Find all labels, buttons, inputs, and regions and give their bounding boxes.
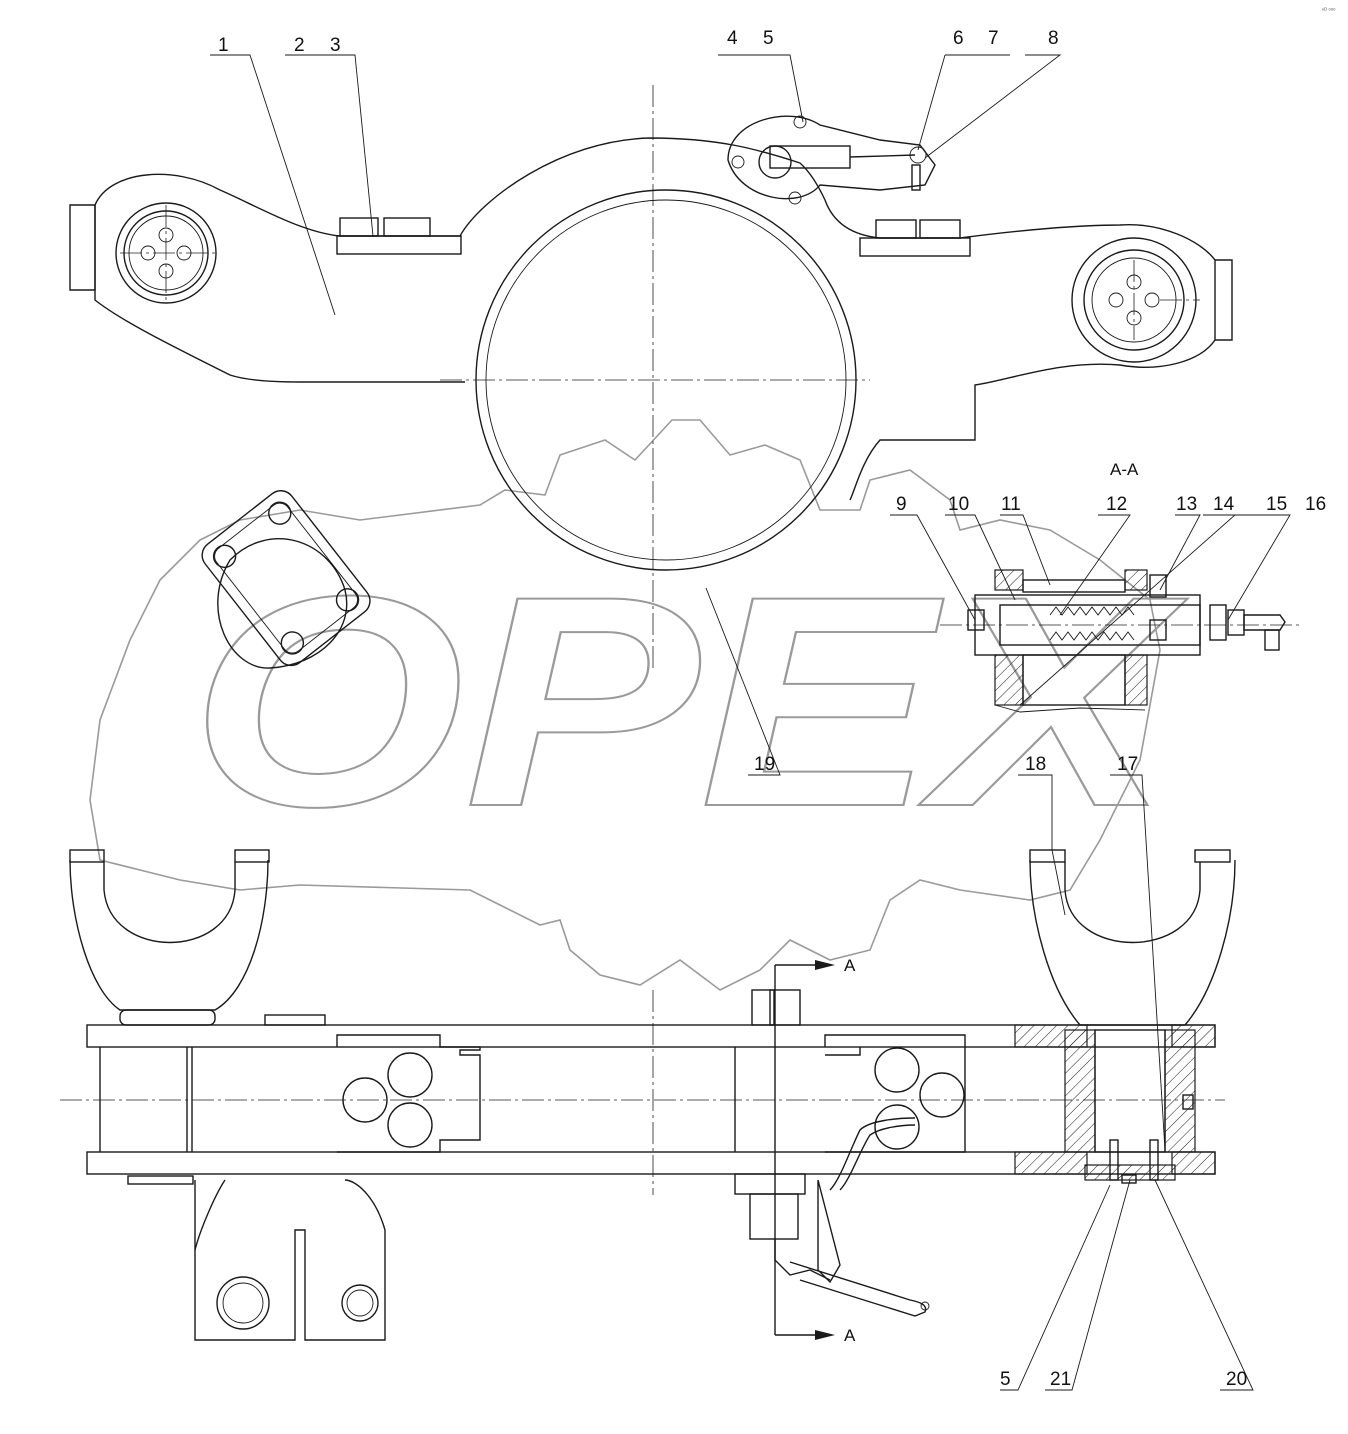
callout-4: 4 <box>727 28 738 49</box>
callout-14: 14 <box>1213 494 1235 515</box>
callout-16: 16 <box>1305 494 1326 515</box>
callout-8: 8 <box>1048 28 1059 49</box>
callout-11: 11 <box>1001 494 1021 515</box>
section-cut-top <box>774 964 815 1336</box>
callout-1: 1 <box>218 35 229 56</box>
callout-10: 10 <box>948 494 969 515</box>
callout-20: 20 <box>1226 1369 1247 1390</box>
watermark-gear <box>89 419 1161 991</box>
corner-mark: ⁿᴰ ᵒᵒᵒ <box>1322 7 1336 14</box>
callout-19: 19 <box>754 754 775 775</box>
callout-6: 6 <box>953 28 964 49</box>
callout-13: 13 <box>1176 494 1197 515</box>
equalizer-beam <box>69 115 1233 669</box>
callout-21: 21 <box>1050 1369 1071 1390</box>
lower-beam: A A <box>69 849 1236 1345</box>
callout-15: 15 <box>1266 494 1287 515</box>
section-mark-bottom: A <box>844 1326 856 1345</box>
callout-5: 5 <box>763 28 774 49</box>
leader-lines <box>210 54 1291 1391</box>
callouts: 1 2 3 4 5 6 7 8 9 10 11 12 13 14 15 16 1… <box>218 28 1326 1390</box>
section-title: A-A <box>1110 460 1139 479</box>
callout-7: 7 <box>988 28 999 49</box>
center-lines <box>60 85 1300 1195</box>
section-mark-top: A <box>844 956 856 975</box>
callout-17: 17 <box>1117 754 1138 775</box>
callout-9: 9 <box>896 494 907 515</box>
watermark-text: OPEX <box>190 533 1188 869</box>
callout-12: 12 <box>1106 494 1127 515</box>
callout-18: 18 <box>1025 754 1046 775</box>
section-a-a: A-A <box>967 460 1286 713</box>
callout-2: 2 <box>294 35 305 56</box>
callout-5-bottom: 5 <box>1000 1369 1011 1390</box>
callout-3: 3 <box>330 35 341 56</box>
